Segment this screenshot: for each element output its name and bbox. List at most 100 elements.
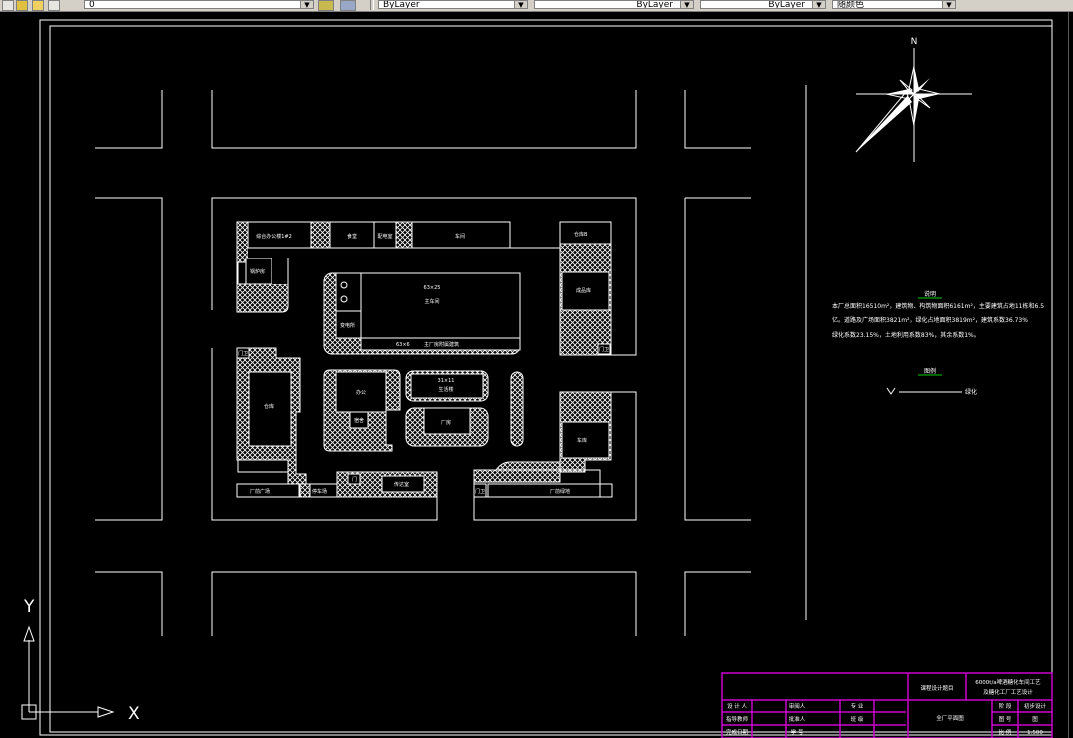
notes-line-2: 亿。道路及广场面积3821m²，绿化占地面积3819m²，建筑系数36.73% bbox=[832, 316, 1028, 324]
label-mid-left: 办公 bbox=[356, 389, 366, 396]
linetype-dropdown[interactable]: ByLayer ▼ bbox=[534, 0, 694, 9]
layer-dropdown[interactable]: 0 ▼ bbox=[84, 0, 314, 9]
label-bottom-mid: 停车场 bbox=[312, 488, 327, 495]
label-workshop: 车间 bbox=[455, 233, 465, 240]
ucs-icon: Y X bbox=[21, 597, 140, 724]
building-admin bbox=[335, 371, 387, 413]
title-block bbox=[721, 672, 1053, 738]
tb-designer: 设 计 人 bbox=[727, 702, 747, 710]
label-warehouse-b: 仓库B bbox=[574, 231, 588, 238]
notes-line-1: 本厂总面积16510m²，建筑物、构筑物面积6161m²，主要建筑占地11栋和6… bbox=[832, 302, 1044, 310]
tb-scale-val: 1:500 bbox=[1027, 730, 1043, 736]
main-workshop-annex bbox=[360, 337, 521, 351]
legend: 图例 绿化 bbox=[886, 367, 977, 396]
label-mid-center-name: 生活楼 bbox=[438, 386, 453, 393]
layer-state-icon[interactable] bbox=[2, 0, 14, 11]
building-store-left bbox=[248, 371, 292, 447]
main-workshop-substation bbox=[335, 310, 362, 339]
tb-sheet-val: 图 bbox=[1032, 715, 1038, 723]
tb-no-label: 学 号 bbox=[791, 728, 804, 736]
layer-value: 0 bbox=[89, 0, 95, 9]
tb-course: 课程设计题目 bbox=[920, 684, 953, 692]
vertical-scrollbar[interactable] bbox=[1068, 12, 1073, 738]
label-bottom-mid2: 传达室 bbox=[394, 481, 409, 488]
legend-title: 图例 bbox=[924, 367, 936, 375]
bottom-reception bbox=[381, 475, 425, 493]
label-main-bottom: 63×6 bbox=[396, 342, 410, 348]
label-right-lower-tag: 门卫 bbox=[599, 346, 609, 353]
color-value: ByLayer bbox=[383, 0, 420, 9]
chevron-down-icon: ▼ bbox=[514, 1, 527, 8]
label-main-sub: 变电所 bbox=[340, 322, 355, 329]
building-labels: 综合办公楼1#2 食堂 配电室 车间 仓库B 锅炉房 63×25 主车间 变电所… bbox=[238, 231, 609, 495]
ucs-x-label: X bbox=[128, 704, 140, 724]
chevron-down-icon: ▼ bbox=[680, 1, 693, 8]
toolbar-separator bbox=[370, 0, 374, 10]
label-power: 配电室 bbox=[377, 233, 392, 240]
tb-project-1: 6000t/a啤酒糖化车间工艺 bbox=[975, 678, 1041, 686]
tb-name-1: 审阅人 bbox=[789, 702, 806, 710]
plotstyle-value: 随颜色 bbox=[837, 0, 865, 9]
legend-item: 绿化 bbox=[965, 388, 977, 396]
drawing-frame-inner bbox=[49, 25, 1053, 733]
notes-title: 说明 bbox=[924, 290, 936, 298]
tb-name-2: 批准人 bbox=[789, 715, 806, 723]
lineweight-value: ByLayer bbox=[768, 0, 805, 9]
layer-color-icon[interactable] bbox=[48, 0, 60, 11]
drawing-frame-outer bbox=[39, 19, 1053, 736]
make-layer-current-icon[interactable] bbox=[318, 0, 334, 11]
plotstyle-dropdown[interactable]: 随颜色 ▼ bbox=[832, 0, 956, 9]
building-dorm bbox=[349, 411, 369, 429]
building-finished-goods bbox=[561, 271, 610, 311]
label-bottom-left: 厂前广场 bbox=[250, 488, 270, 495]
label-boiler: 锅炉房 bbox=[250, 268, 265, 275]
chevron-down-icon: ▼ bbox=[300, 1, 313, 8]
label-left-tag: 门卫 bbox=[238, 350, 248, 357]
label-main-dims: 63×25 bbox=[424, 285, 441, 291]
label-right-lower: 车库 bbox=[577, 437, 587, 444]
building-garage bbox=[561, 421, 610, 459]
tb-scale: 比 例 bbox=[999, 728, 1012, 736]
bottom-gate bbox=[347, 473, 361, 485]
tb-major: 专 业 bbox=[851, 702, 864, 710]
tb-drawing-name: 全厂平面图 bbox=[936, 714, 964, 722]
tb-stage-val: 初步设计 bbox=[1024, 702, 1047, 710]
building-factory-mid bbox=[423, 407, 471, 435]
notes-line-3: 绿化系数23.15%，土地利用系数83%，其余系数1%。 bbox=[832, 331, 980, 339]
label-mid-center-dims: 31×11 bbox=[438, 378, 455, 384]
road-outlines bbox=[95, 90, 751, 636]
tb-sheet: 图 号 bbox=[999, 715, 1012, 723]
north-compass-icon: N bbox=[855, 37, 972, 162]
label-main-name: 主车间 bbox=[424, 298, 439, 305]
chevron-down-icon: ▼ bbox=[942, 1, 955, 8]
tb-date: 完成日期 bbox=[726, 728, 749, 736]
drawing-canvas[interactable]: 综合办公楼1#2 食堂 配电室 车间 仓库B 锅炉房 63×25 主车间 变电所… bbox=[0, 12, 1068, 738]
layer-lock-icon[interactable] bbox=[32, 0, 44, 11]
label-mid-center-low: 厂房 bbox=[441, 419, 451, 426]
label-bottom-right: 厂前绿地 bbox=[550, 488, 570, 495]
tb-class: 班 级 bbox=[851, 715, 864, 723]
lineweight-dropdown[interactable]: ByLayer ▼ bbox=[700, 0, 826, 9]
north-label: N bbox=[911, 37, 918, 47]
label-left-lower: 仓库 bbox=[264, 403, 274, 410]
chevron-down-icon: ▼ bbox=[812, 1, 825, 8]
label-main-bottom-name: 主厂房附属建筑 bbox=[424, 341, 459, 348]
label-office: 综合办公楼1#2 bbox=[256, 233, 292, 240]
linetype-value: ByLayer bbox=[636, 0, 673, 9]
color-dropdown[interactable]: ByLayer ▼ bbox=[378, 0, 528, 9]
site-plan bbox=[236, 221, 613, 498]
tb-checker: 指导教师 bbox=[726, 715, 749, 723]
design-notes: 说明 本厂总面积16510m²，建筑物、构筑物面积6161m²，主要建筑占地11… bbox=[832, 290, 1044, 339]
label-gate-small: 门 bbox=[352, 476, 357, 483]
tb-project-2: 及糖化工厂工艺设计 bbox=[983, 688, 1033, 696]
tb-stage: 阶 段 bbox=[999, 702, 1012, 710]
ucs-y-label: Y bbox=[23, 597, 35, 617]
bottom-left-plaza bbox=[236, 483, 300, 498]
layer-previous-icon[interactable] bbox=[340, 0, 356, 11]
title-block-text: 课程设计题目 6000t/a啤酒糖化车间工艺 及糖化工厂工艺设计 设 计 人 指… bbox=[726, 678, 1047, 736]
main-workshop bbox=[360, 272, 521, 339]
layer-freeze-icon[interactable] bbox=[16, 0, 28, 11]
label-canteen: 食堂 bbox=[347, 233, 357, 240]
properties-toolbar: 0 ▼ ByLayer ▼ ByLayer ▼ ByLayer ▼ 随颜色 ▼ bbox=[0, 0, 1073, 12]
label-right-upper: 成品库 bbox=[576, 287, 591, 294]
